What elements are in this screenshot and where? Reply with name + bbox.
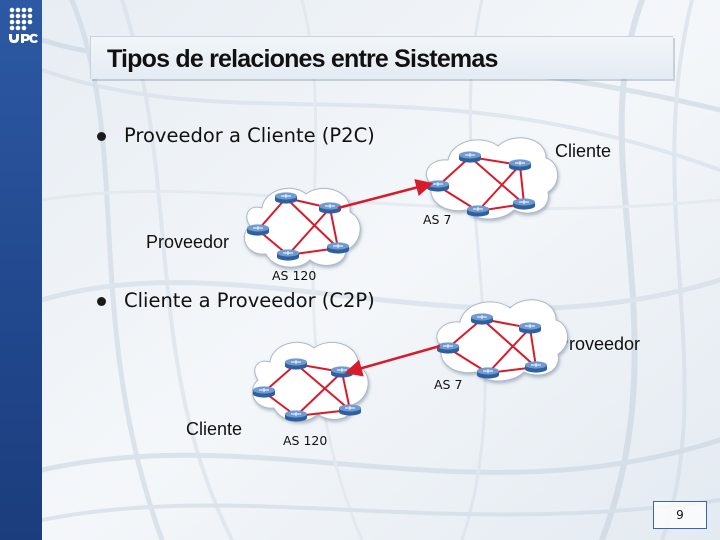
left-sidebar	[0, 0, 42, 540]
as-label-7: AS 7	[423, 212, 452, 227]
as-label-120: AS 120	[283, 433, 328, 448]
cloud-as120-c2p	[252, 341, 369, 422]
role-label-proveedor: Proveedor	[557, 334, 641, 354]
role-label-cliente: Cliente	[186, 419, 243, 439]
as-label-120: AS 120	[272, 268, 317, 283]
page-number-box: 9	[653, 501, 707, 529]
page-number: 9	[676, 508, 684, 522]
background-cables-photo	[42, 0, 720, 540]
role-label-proveedor: Proveedor	[146, 232, 230, 252]
role-label-cliente: Cliente	[555, 141, 612, 161]
upc-logo-icon	[9, 7, 38, 43]
as-label-7: AS 7	[434, 377, 463, 392]
bullet-dot	[97, 297, 106, 306]
cloud-as7-c2p	[436, 299, 568, 382]
bullet-dot	[97, 132, 106, 141]
cloud-as7-p2c	[426, 137, 558, 220]
bullet-p2c: Proveedor a Cliente (P2C)	[124, 124, 375, 147]
title-box: Tipos de relaciones entre Sistemas	[90, 36, 673, 79]
arrow-c2p	[344, 344, 441, 377]
page-title: Tipos de relaciones entre Sistemas	[107, 45, 498, 73]
cloud-as120-p2c	[244, 187, 361, 268]
bullet-c2p: Cliente a Proveedor (C2P)	[124, 289, 375, 312]
arrow-p2c	[337, 179, 434, 210]
